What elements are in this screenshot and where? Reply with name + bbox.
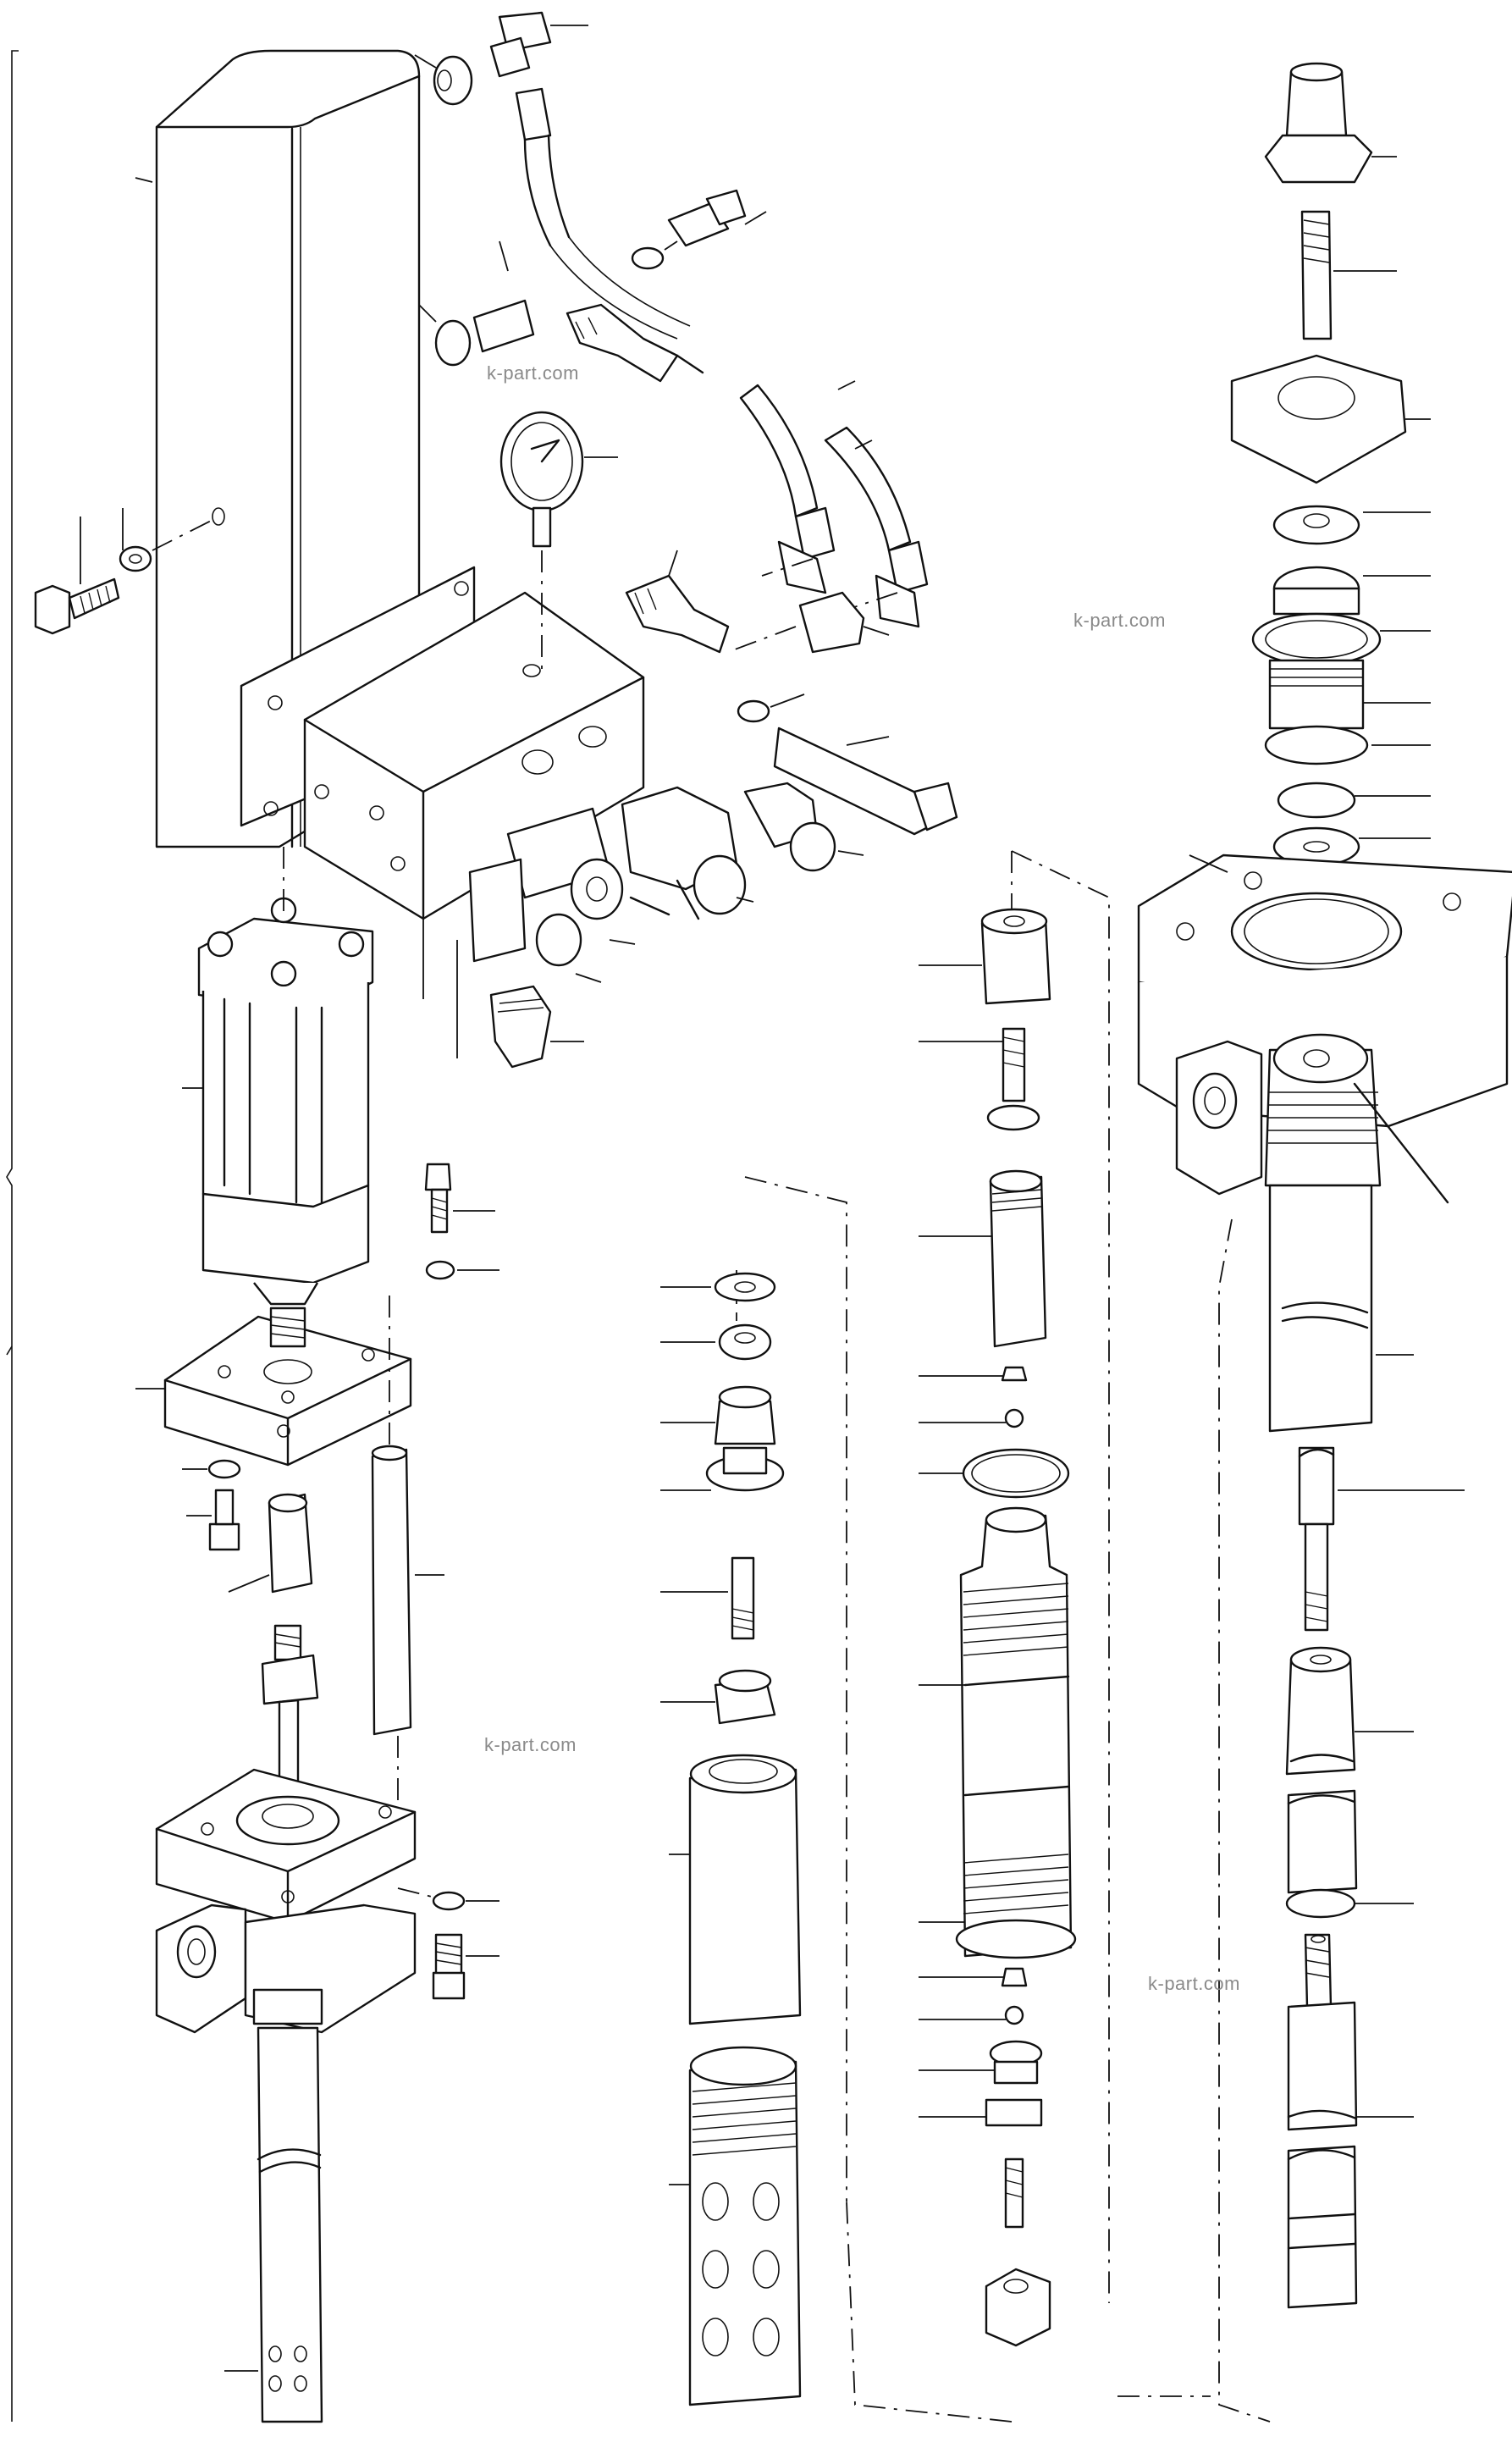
watermark-top: k-part.com <box>487 362 579 384</box>
lower-right-fasteners <box>397 1887 499 2000</box>
hydraulic-cylinder <box>182 847 374 1306</box>
lower-shaft <box>224 2026 323 2423</box>
center-column <box>660 1176 847 2406</box>
left-bolt-assembly <box>34 507 225 635</box>
center-right-column <box>846 850 1110 2423</box>
cylinder-screws <box>424 1163 499 1280</box>
right-column <box>1117 62 1512 2423</box>
coupling <box>228 1493 313 1594</box>
lower-left-fasteners <box>182 1459 241 1551</box>
rod-assembly <box>261 1624 319 1798</box>
watermark-left-middle: k-part.com <box>484 1734 577 1755</box>
front-fittings <box>468 782 864 1069</box>
watermark-right-bottom: k-part.com <box>1148 1973 1240 1994</box>
pressure-gauge <box>499 411 618 669</box>
lower-flange-body <box>155 1768 417 2034</box>
cylinder-mount-plate <box>135 1307 412 1467</box>
elbow-and-hoses <box>418 240 929 628</box>
middle-fittings <box>625 550 958 836</box>
top-fittings <box>414 11 767 340</box>
watermark-right-top: k-part.com <box>1073 610 1166 631</box>
left-bracket <box>6 50 19 2422</box>
